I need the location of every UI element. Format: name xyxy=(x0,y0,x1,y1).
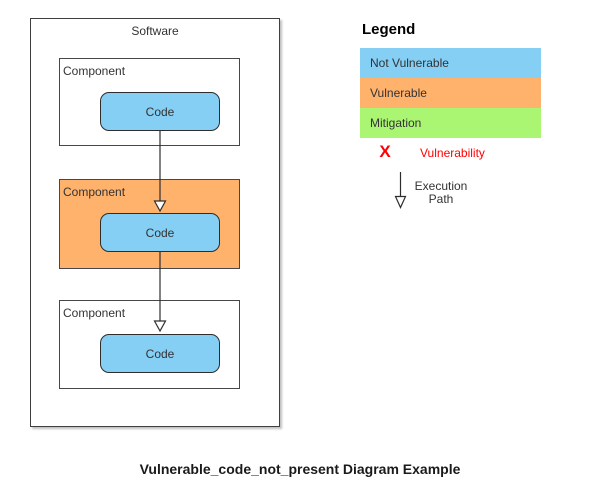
code-box-1: Code xyxy=(100,92,220,131)
component-label: Component xyxy=(63,306,126,320)
legend-row-vulnerable: Vulnerable xyxy=(360,78,541,108)
vulnerability-label: Vulnerability xyxy=(420,146,485,160)
legend-title: Legend xyxy=(362,21,416,38)
execution-path-label-line1: Execution xyxy=(414,179,468,193)
component-box-1: Component Code xyxy=(59,58,240,146)
component-box-2: Component Code xyxy=(59,179,240,269)
code-label: Code xyxy=(145,104,175,119)
execution-path-label-line2: Path xyxy=(428,192,454,206)
vulnerability-x-icon: X xyxy=(379,142,391,161)
component-label: Component xyxy=(63,185,126,199)
legend-row-label: Mitigation xyxy=(370,116,422,130)
component-box-3: Component Code xyxy=(59,300,240,389)
component-label: Component xyxy=(63,64,126,78)
software-box: Software Component Code Component Code C… xyxy=(30,18,280,427)
diagram-caption: Vulnerable_code_not_present Diagram Exam… xyxy=(139,461,461,477)
code-label: Code xyxy=(145,225,175,240)
software-label: Software xyxy=(131,24,179,38)
code-label: Code xyxy=(145,346,175,361)
code-box-2: Code xyxy=(100,213,220,252)
code-box-3: Code xyxy=(100,334,220,373)
execution-path-label: Execution Path xyxy=(407,180,475,206)
arrowhead-icon xyxy=(394,195,407,209)
legend-row-mitigation: Mitigation xyxy=(360,108,541,138)
legend-execution-arrow-icon xyxy=(394,172,407,209)
legend-row-label: Vulnerable xyxy=(370,86,427,100)
legend-rows: Not Vulnerable Vulnerable Mitigation xyxy=(360,48,541,138)
legend-row-not-vulnerable: Not Vulnerable xyxy=(360,48,541,78)
legend-row-label: Not Vulnerable xyxy=(370,56,449,70)
